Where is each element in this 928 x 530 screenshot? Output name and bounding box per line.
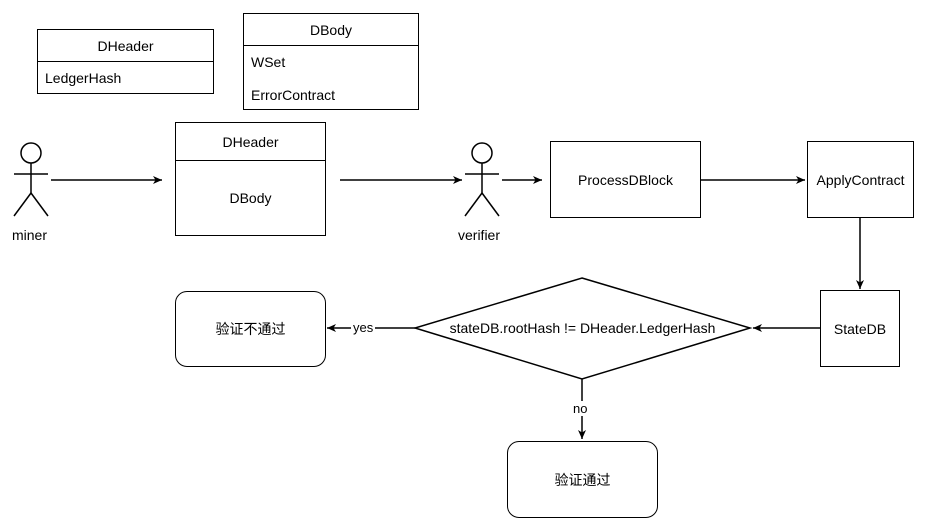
apply-contract-node: ApplyContract bbox=[807, 141, 914, 218]
legend-dheader-class: DHeader LedgerHash bbox=[37, 29, 214, 94]
edge-yes-label: yes bbox=[351, 320, 376, 335]
edge-no-label: no bbox=[571, 401, 590, 416]
decision-diamond bbox=[412, 277, 753, 380]
block-container: DHeader DBody bbox=[175, 122, 326, 236]
verifier-actor-icon bbox=[464, 142, 500, 217]
legend-dbody-field-wset: WSet bbox=[251, 54, 286, 70]
statedb-node: StateDB bbox=[820, 290, 900, 367]
legend-dbody-field-errorcontract: ErrorContract bbox=[251, 87, 336, 103]
miner-label: miner bbox=[12, 227, 48, 243]
legend-dheader-title: DHeader bbox=[38, 30, 213, 62]
verification-failed-node: 验证不通过 bbox=[175, 291, 326, 367]
block-header-label: DHeader bbox=[176, 123, 325, 161]
legend-dbody-title: DBody bbox=[244, 14, 418, 46]
verifier-label: verifier bbox=[458, 227, 501, 243]
verification-passed-node: 验证通过 bbox=[507, 441, 658, 518]
legend-dheader-field-ledgerhash: LedgerHash bbox=[45, 70, 122, 86]
process-dblock-node: ProcessDBlock bbox=[550, 141, 701, 218]
legend-dbody-class: DBody WSet ErrorContract bbox=[243, 13, 419, 110]
miner-actor-icon bbox=[13, 142, 49, 217]
block-body-label: DBody bbox=[229, 190, 272, 206]
decision-condition-text: stateDB.rootHash != DHeader.LedgerHash bbox=[449, 320, 716, 336]
